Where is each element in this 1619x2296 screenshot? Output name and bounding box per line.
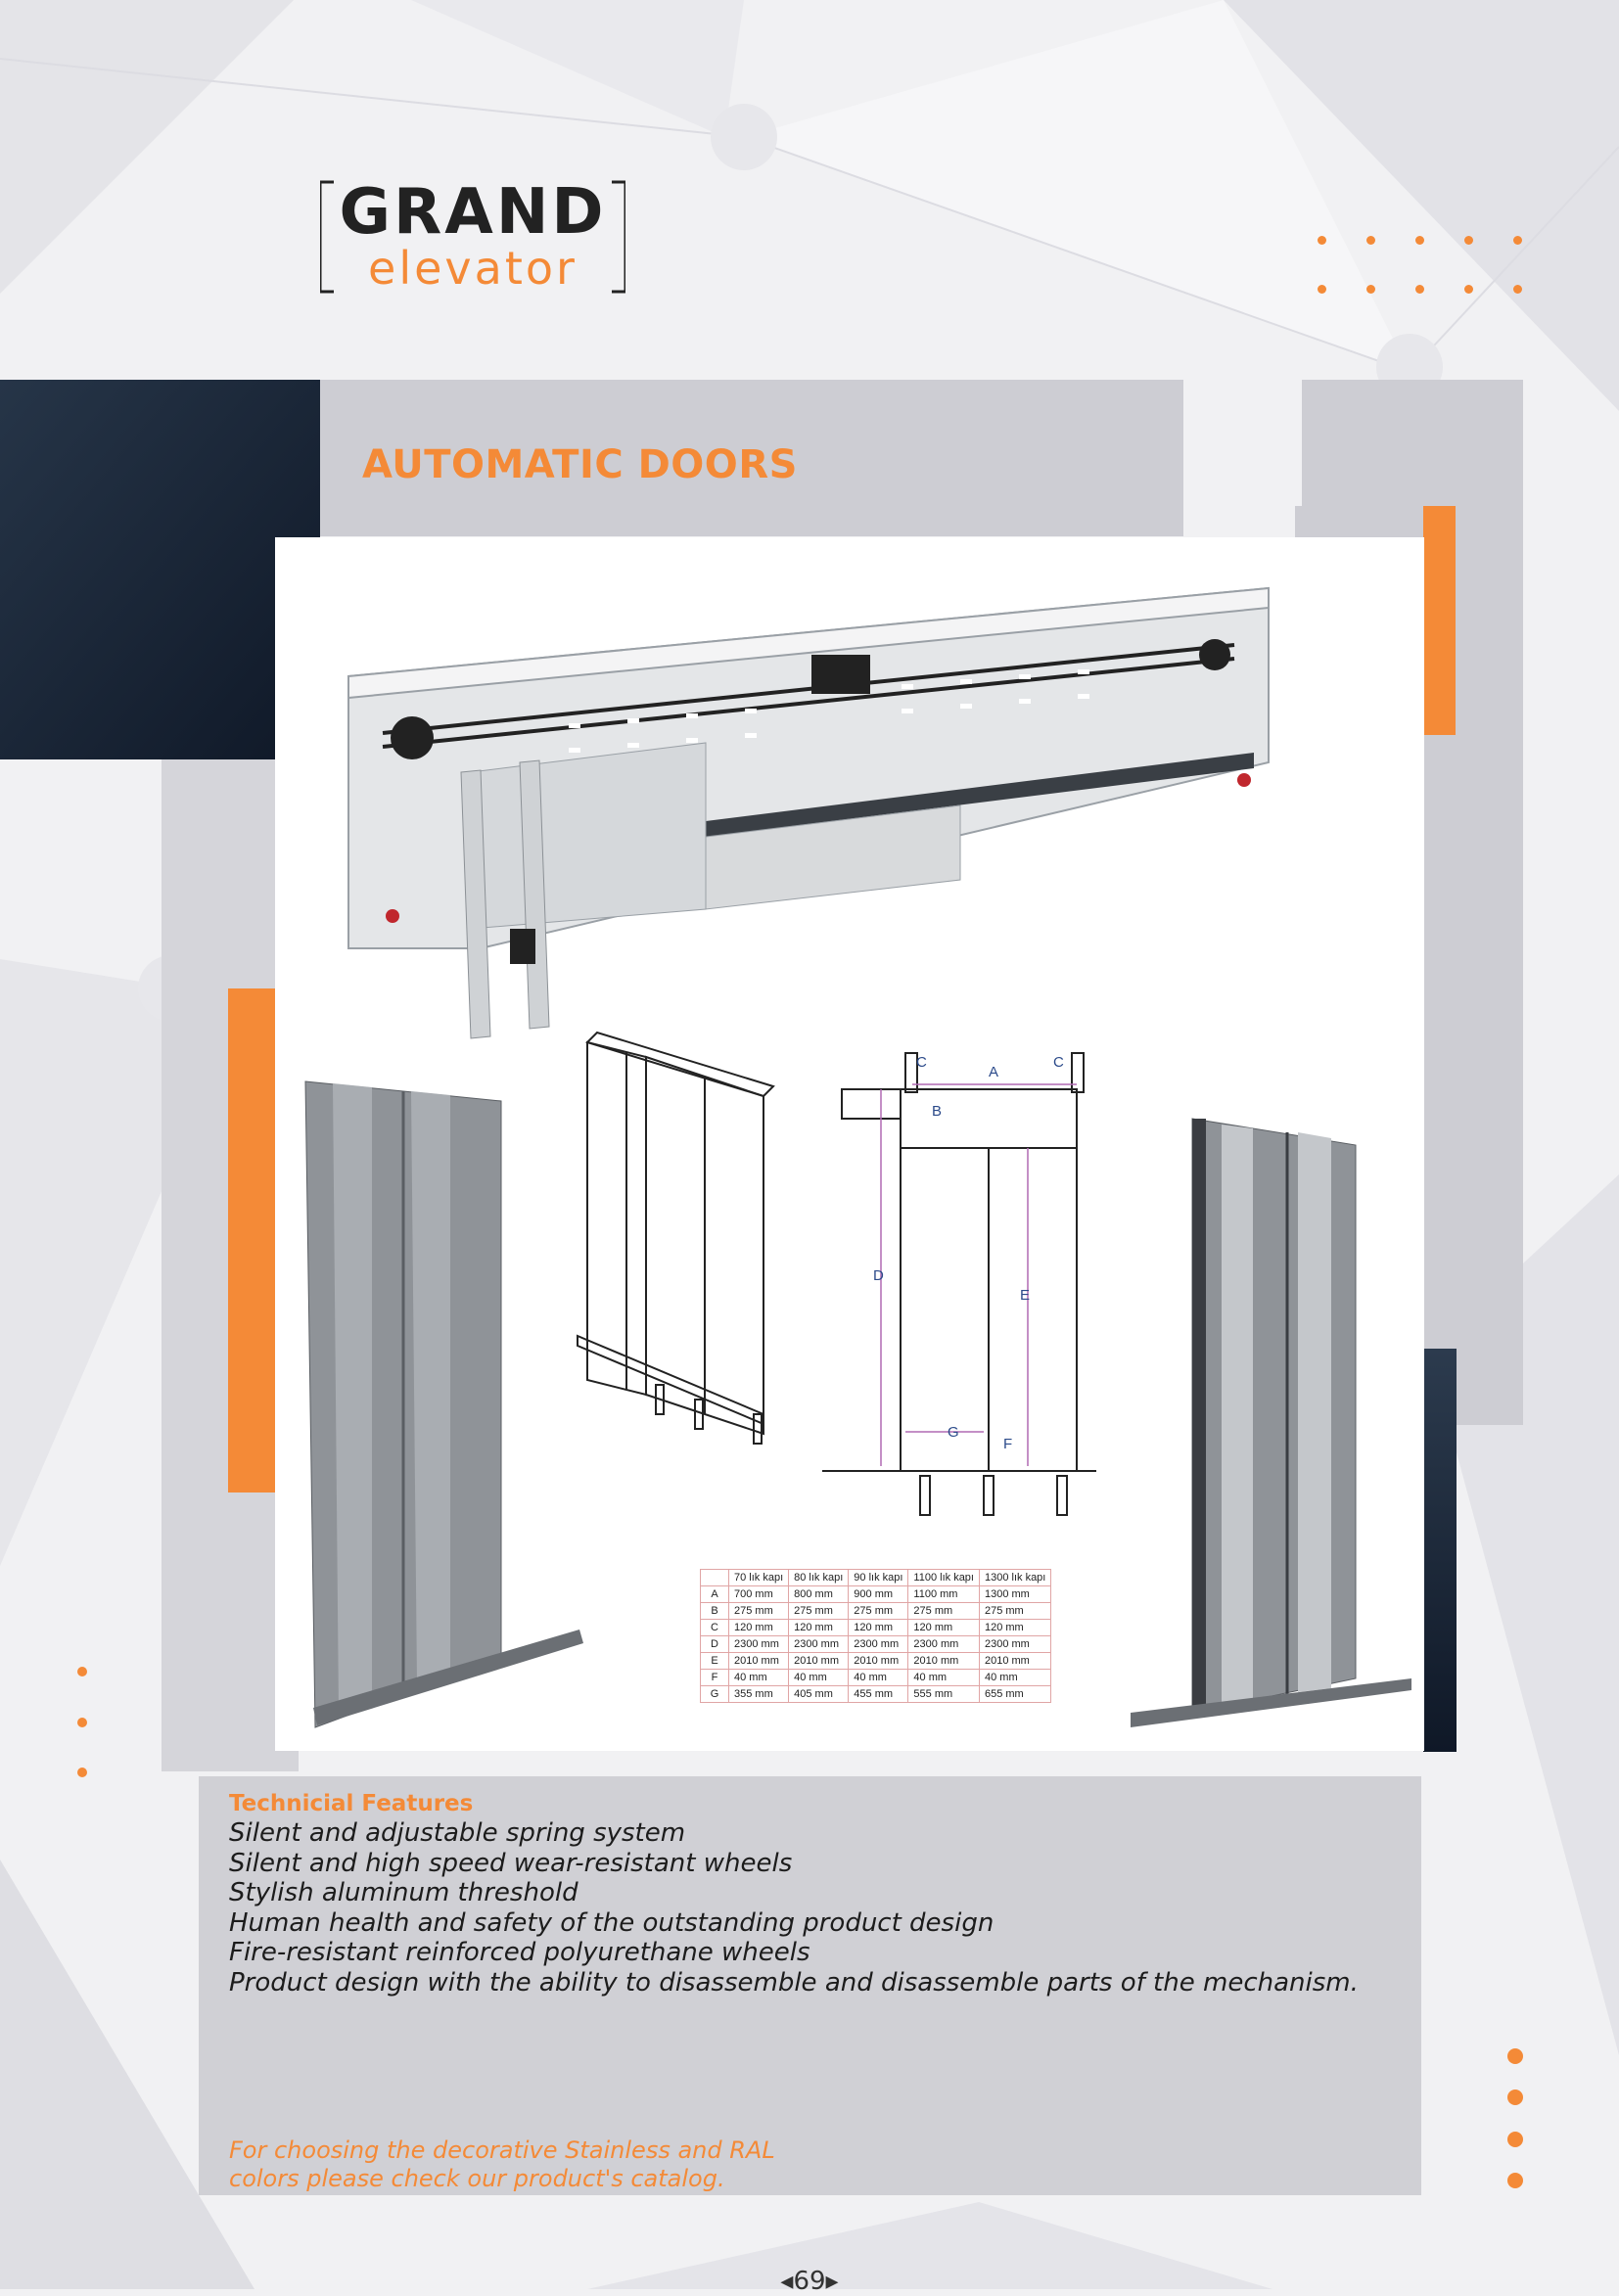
table-cell: 40 mm bbox=[727, 1669, 790, 1686]
table-cell: 900 mm bbox=[848, 1585, 909, 1603]
dim-label-b: B bbox=[932, 1103, 942, 1120]
table-row: E 2010 mm 2010 mm 2010 mm 2010 mm 2010 m… bbox=[700, 1652, 1052, 1670]
table-cell: D bbox=[700, 1635, 729, 1653]
table-cell: A bbox=[700, 1585, 729, 1603]
table-cell: 40 mm bbox=[848, 1669, 909, 1686]
table-row: B 275 mm 275 mm 275 mm 275 mm 275 mm bbox=[700, 1602, 1052, 1620]
table-cell: 655 mm bbox=[978, 1685, 1052, 1703]
feature-item: Fire-resistant reinforced polyurethane w… bbox=[229, 1938, 810, 1967]
table-cell: 275 mm bbox=[788, 1602, 850, 1620]
table-cell: E bbox=[700, 1652, 729, 1670]
features-title: Technicial Features bbox=[229, 1791, 474, 1816]
dim-label-c-right: C bbox=[1053, 1054, 1064, 1071]
features-panel bbox=[199, 1776, 1421, 2195]
table-cell: 2010 mm bbox=[788, 1652, 850, 1670]
feature-item: Silent and adjustable spring system bbox=[229, 1818, 686, 1848]
feature-item: Product design with the ability to disas… bbox=[229, 1968, 1359, 1998]
dim-label-a: A bbox=[989, 1064, 998, 1080]
door-panel-right-illustration bbox=[1131, 1118, 1411, 1727]
table-cell: 1300 mm bbox=[978, 1585, 1052, 1603]
feature-item: Human health and safety of the outstandi… bbox=[229, 1908, 995, 1938]
door-frame-line-drawing bbox=[577, 1031, 775, 1445]
table-cell: 2300 mm bbox=[848, 1635, 909, 1653]
door-panel-left-illustration bbox=[304, 1080, 583, 1728]
table-cell: 275 mm bbox=[907, 1602, 980, 1620]
table-cell: B bbox=[700, 1602, 729, 1620]
catalog-note-line2: colors please check our product's catalo… bbox=[229, 2165, 725, 2192]
table-cell: 405 mm bbox=[788, 1685, 850, 1703]
table-cell: 2010 mm bbox=[907, 1652, 980, 1670]
table-cell: 120 mm bbox=[788, 1619, 850, 1636]
table-header-cell: 90 lık kapı bbox=[848, 1569, 909, 1586]
door-operator-illustration bbox=[347, 586, 1270, 1039]
page-number: ◂69▸ bbox=[761, 2267, 858, 2296]
table-header-cell: 70 lık kapı bbox=[727, 1569, 790, 1586]
feature-item: Silent and high speed wear-resistant whe… bbox=[229, 1849, 793, 1878]
table-cell: 120 mm bbox=[978, 1619, 1052, 1636]
table-row: C 120 mm 120 mm 120 mm 120 mm 120 mm bbox=[700, 1619, 1052, 1636]
logo-wordmark-elevator: elevator bbox=[368, 242, 578, 295]
arrow-right-icon: ▸ bbox=[825, 2267, 839, 2296]
table-cell: 555 mm bbox=[907, 1685, 980, 1703]
table-row: D 2300 mm 2300 mm 2300 mm 2300 mm 2300 m… bbox=[700, 1635, 1052, 1653]
dimensions-table: 70 lık kapı 80 lık kapı 90 lık kapı 1100… bbox=[700, 1569, 1052, 1703]
table-header-cell: 1300 lık kapı bbox=[978, 1569, 1052, 1586]
dim-label-f: F bbox=[1003, 1436, 1012, 1452]
catalog-note-line1: For choosing the decorative Stainless an… bbox=[229, 2136, 775, 2164]
table-cell: 2300 mm bbox=[788, 1635, 850, 1653]
table-row: G 355 mm 405 mm 455 mm 555 mm 655 mm bbox=[700, 1685, 1052, 1703]
dim-label-g: G bbox=[948, 1424, 959, 1441]
dim-label-e: E bbox=[1020, 1287, 1030, 1304]
table-cell: C bbox=[700, 1619, 729, 1636]
page-number-value: 69 bbox=[793, 2267, 826, 2296]
table-cell: 120 mm bbox=[907, 1619, 980, 1636]
page-title: AUTOMATIC DOORS bbox=[362, 442, 798, 487]
table-cell: 2300 mm bbox=[727, 1635, 790, 1653]
arrow-left-icon: ◂ bbox=[780, 2267, 794, 2296]
table-cell: 120 mm bbox=[848, 1619, 909, 1636]
table-cell: 2300 mm bbox=[907, 1635, 980, 1653]
table-header-cell bbox=[700, 1569, 729, 1586]
logo-wordmark-grand: GRAND bbox=[339, 176, 607, 249]
table-cell: 120 mm bbox=[727, 1619, 790, 1636]
table-cell: 455 mm bbox=[848, 1685, 909, 1703]
table-cell: F bbox=[700, 1669, 729, 1686]
table-header-row: 70 lık kapı 80 lık kapı 90 lık kapı 1100… bbox=[700, 1569, 1052, 1586]
table-cell: 40 mm bbox=[788, 1669, 850, 1686]
table-cell: 40 mm bbox=[978, 1669, 1052, 1686]
table-cell: 1100 mm bbox=[907, 1585, 980, 1603]
dim-label-d: D bbox=[873, 1267, 884, 1284]
table-cell: 40 mm bbox=[907, 1669, 980, 1686]
table-cell: G bbox=[700, 1685, 729, 1703]
table-header-cell: 1100 lık kapı bbox=[907, 1569, 980, 1586]
table-cell: 275 mm bbox=[727, 1602, 790, 1620]
table-cell: 800 mm bbox=[788, 1585, 850, 1603]
table-cell: 275 mm bbox=[848, 1602, 909, 1620]
feature-item: Stylish aluminum threshold bbox=[229, 1878, 578, 1907]
table-cell: 2010 mm bbox=[727, 1652, 790, 1670]
table-cell: 2010 mm bbox=[848, 1652, 909, 1670]
table-cell: 700 mm bbox=[727, 1585, 790, 1603]
table-cell: 355 mm bbox=[727, 1685, 790, 1703]
brand-logo: GRAND elevator bbox=[320, 178, 625, 296]
table-header-cell: 80 lık kapı bbox=[788, 1569, 850, 1586]
table-cell: 275 mm bbox=[978, 1602, 1052, 1620]
table-cell: 2300 mm bbox=[978, 1635, 1052, 1653]
table-cell: 2010 mm bbox=[978, 1652, 1052, 1670]
table-row: A 700 mm 800 mm 900 mm 1100 mm 1300 mm bbox=[700, 1585, 1052, 1603]
table-row: F 40 mm 40 mm 40 mm 40 mm 40 mm bbox=[700, 1669, 1052, 1686]
door-dimension-drawing: A B C C D E F G bbox=[822, 1052, 1096, 1516]
dim-label-c-left: C bbox=[916, 1054, 927, 1071]
